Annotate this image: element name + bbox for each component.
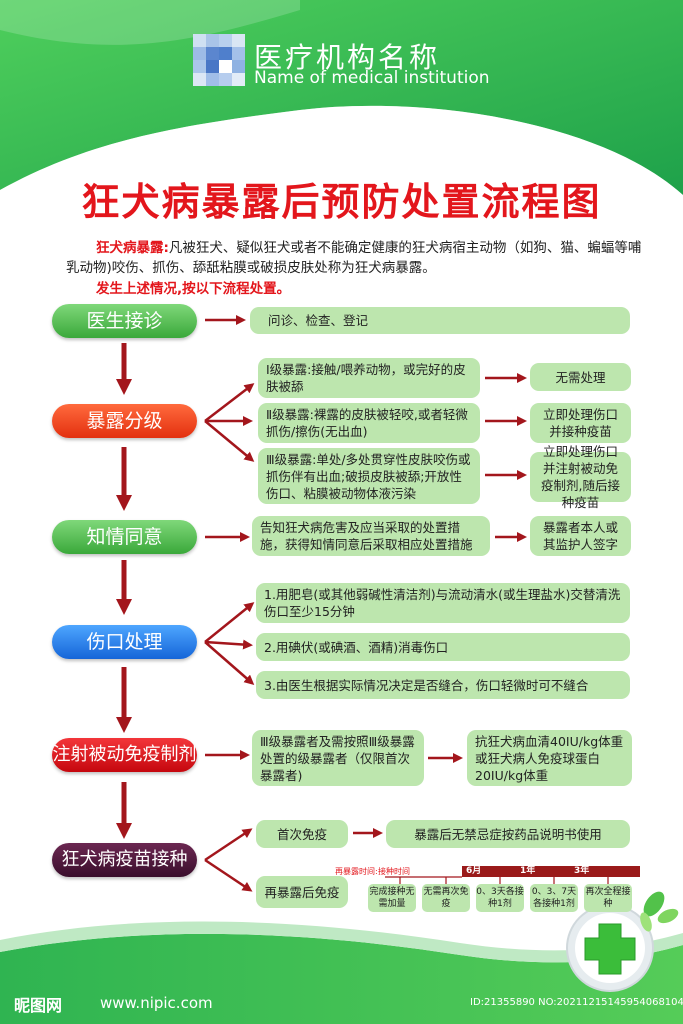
timeline-option: 无需再次免疫 xyxy=(422,884,470,912)
intro-paragraph: 狂犬病暴露:凡被狂犬、疑似狂犬或者不能确定健康的狂犬病宿主动物（如狗、猫、蝙蝠等… xyxy=(66,238,646,278)
timeline-option: 完成接种无需加量 xyxy=(368,884,416,912)
intro-definition: 凡被狂犬、疑似狂犬或者不能确定健康的狂犬病宿主动物（如狗、猫、蝙蝠等哺乳动物)咬… xyxy=(66,240,642,276)
grading-level2-box: Ⅱ级暴露:裸露的皮肤被轻咬,或者轻微抓伤/擦伤(无出血) xyxy=(258,403,480,443)
wound-item-1: 1.用肥皂(或其他弱碱性清洁剂)与流动清水(或生理盐水)交替清洗伤口至少15分钟 xyxy=(256,583,630,623)
institution-name-en: Name of medical institution xyxy=(254,68,490,88)
step-doctor: 医生接诊 xyxy=(52,304,197,338)
step-passive-immunization: 注射被动免疫制剂 xyxy=(52,738,197,772)
consent-sign-box: 暴露者本人或其监护人签字 xyxy=(530,516,631,556)
timeline-lines xyxy=(385,876,609,884)
wound-item-3: 3.由医生根据实际情况决定是否缝合，伤口轻微时可不缝合 xyxy=(256,671,630,699)
doctor-detail-box: 问诊、检查、登记 xyxy=(250,307,630,334)
consent-detail-box: 告知狂犬病危害及应当采取的处置措施，获得知情同意后采取相应处置措施 xyxy=(252,516,490,556)
grading-level1-box: Ⅰ级暴露:接触/喂养动物，或完好的皮肤被舔 xyxy=(258,358,480,398)
timeline-label-reexposure: 再暴露时间: xyxy=(335,867,378,876)
intro-term: 狂犬病暴露: xyxy=(96,240,169,256)
timeline-tick-3y: 3年 xyxy=(574,866,590,876)
footer-wave xyxy=(0,933,683,1024)
passive-dose-box: 抗狂犬病血清40IU/kg体重或狂犬病人免疫球蛋白20IU/kg体重 xyxy=(467,730,632,786)
timeline-label-vaccination: 接种时间 xyxy=(378,867,410,876)
grading-level3-box: Ⅲ级暴露:单处/多处贯穿性皮肤咬伤或抓伤伴有出血;破损皮肤被舔;开放性伤口、粘膜… xyxy=(258,448,480,504)
timeline-option: 0、3、7天各接种1剂 xyxy=(530,884,578,912)
grading-level1-action: 无需处理 xyxy=(530,363,631,391)
timeline-tick-6m: 6月 xyxy=(466,866,482,876)
grading-level3-action: 立即处理伤口并注射被动免疫制剂,随后接种疫苗 xyxy=(530,444,631,510)
header-wave xyxy=(0,0,683,195)
vaccine-again-box: 再暴露后免疫 xyxy=(256,876,348,908)
medical-cross-badge xyxy=(566,891,679,992)
page-title: 狂犬病暴露后预防处置流程图 xyxy=(81,180,602,224)
institution-name: 医疗机构名称 xyxy=(254,41,441,74)
footer-site-logo: 昵图网 xyxy=(14,996,63,1015)
branch-arrows xyxy=(204,315,527,892)
timeline-bar xyxy=(462,866,640,877)
footer-id: ID:21355890 NO:20211215145954068104 xyxy=(470,997,683,1008)
step-wound: 伤口处理 xyxy=(52,625,197,659)
passive-who-box: Ⅲ级暴露者及需按照Ⅲ级暴露处置的级暴露者（仅限首次暴露者) xyxy=(252,730,424,786)
step-vaccination: 狂犬病疫苗接种 xyxy=(52,843,197,877)
vaccine-first-detail: 暴露后无禁忌症按药品说明书使用 xyxy=(386,820,630,848)
timeline-option: 再次全程接种 xyxy=(584,884,632,912)
timeline-option: 0、3天各接种1剂 xyxy=(476,884,524,912)
wound-item-2: 2.用碘伏(或碘酒、酒精)消毒伤口 xyxy=(256,633,630,661)
footer-url: www.nipic.com xyxy=(100,994,213,1012)
step-grading: 暴露分级 xyxy=(52,404,197,438)
institution-logo-icon xyxy=(193,34,245,86)
vaccine-first-box: 首次免疫 xyxy=(256,820,348,848)
intro-instruction: 发生上述情况,按以下流程处置。 xyxy=(96,281,291,297)
timeline-tick-1y: 1年 xyxy=(520,866,536,876)
grading-level2-action: 立即处理伤口并接种疫苗 xyxy=(530,403,631,443)
step-consent: 知情同意 xyxy=(52,520,197,554)
